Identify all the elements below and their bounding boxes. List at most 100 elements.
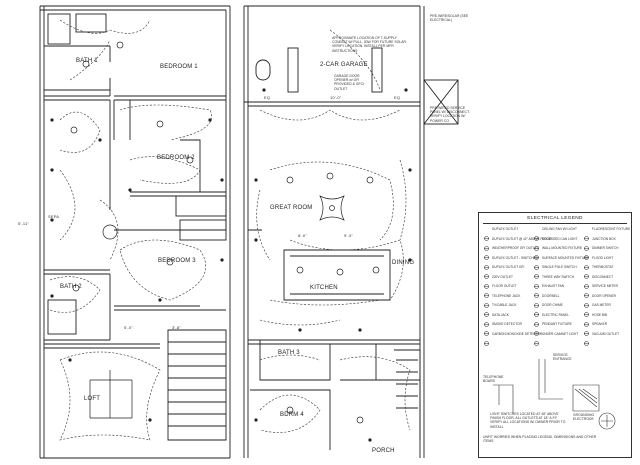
legend-footer-note: UNFIT WORRIES WHEN PLACING LEGEND, DIMEN… — [483, 435, 597, 444]
legend-item: HOSE BIB — [592, 312, 608, 317]
legend-item: CARBON MONOXIDE DETECTOR — [492, 331, 543, 336]
legend-detail-label-3: GROUNDING ELECTRODE — [573, 413, 595, 422]
room-label-bedroom1: BEDROOM 1 — [160, 64, 198, 70]
legend-symbol — [483, 304, 490, 317]
legend-symbol — [533, 285, 540, 298]
legend-symbol — [583, 266, 590, 279]
room-label-porch: PORCH — [372, 448, 395, 454]
room-label-kitchen: KITCHEN — [310, 285, 338, 291]
legend-symbol — [583, 228, 590, 241]
legend-symbol — [483, 285, 490, 298]
legend-item: DOORBELL — [542, 293, 560, 298]
legend-item: DIMMER SWITCH — [592, 246, 619, 250]
legend-symbol — [483, 295, 490, 308]
legend-item: TELEPHONE JACK — [492, 293, 521, 298]
legend-title: ELECTRICAL LEGEND — [527, 216, 583, 221]
legend-symbol — [483, 257, 490, 270]
legend-symbol — [533, 314, 540, 327]
legend-item: CEILING FAN W/ LIGHT — [542, 227, 577, 231]
room-label-dining: DINING — [392, 260, 415, 266]
legend-item: DISCONNECT — [592, 274, 614, 279]
legend-item: THERMOSTAT — [592, 265, 614, 269]
legend-symbol — [583, 333, 590, 346]
walls-main-floor — [243, 5, 459, 458]
legend-item: FLOOR OUTLET — [492, 284, 517, 288]
legend-item: DUPLEX OUTLET @ 42" ABOVE FLOOR — [492, 236, 552, 241]
legend-symbol — [483, 276, 490, 289]
legend-detail-diagram — [493, 359, 616, 430]
legend-symbol — [483, 266, 490, 279]
dimension-8-0: 8'-0" — [298, 233, 307, 238]
outlet-symbols — [50, 88, 412, 442]
pre-wire-note: PRE-WIRE/SOLAR (SEE ELECTRICAL) — [430, 14, 469, 23]
legend-item: SINGLE POLE SWITCH — [542, 265, 577, 269]
legend-item: SMOKE DETECTOR — [492, 322, 522, 326]
spa-label: SEPA — [48, 214, 60, 219]
room-label-loft: LOFT — [84, 396, 101, 402]
legend-item: WALL MOUNTED FIXTURE — [542, 246, 582, 250]
legend-symbol — [583, 304, 590, 317]
legend-item: FLUORESCENT FIXTURE — [592, 227, 631, 231]
legend-item: DOOR OPENER — [592, 293, 616, 298]
legend-symbol — [533, 295, 540, 308]
dimension-9-3: 9'-3" — [344, 233, 353, 238]
legend-item: UNDER CABINET LIGHT — [542, 331, 579, 336]
garage-opener-note: GARAGE DOOR OPENER w/ GFI PROVIDED & GFC… — [334, 74, 364, 91]
legend-symbol — [583, 276, 590, 289]
legend-symbol — [583, 323, 590, 336]
legend-symbol — [583, 295, 590, 308]
legend-symbol — [483, 228, 490, 241]
room-label-bedroom2: BEDROOM 2 — [157, 155, 195, 161]
legend-item: 220V OUTLET — [492, 274, 513, 279]
legend-item: THREE WAY SWITCH — [542, 274, 574, 279]
room-label-bath3: BATH 3 — [278, 350, 300, 356]
legend-symbol — [533, 266, 540, 279]
legend-item: GAS METER — [592, 303, 611, 307]
fixtures — [70, 41, 380, 424]
legend-item: FLOOD LIGHT — [592, 255, 614, 260]
legend-symbol — [533, 323, 540, 336]
legend-item: PENDANT FIXTURE — [542, 322, 572, 326]
bottom-wiring-note: LIGHT SWITCHES LOCATED AT 48" ABOVE FINI… — [490, 412, 566, 429]
room-label-bedroom3: BEDROOM 3 — [158, 258, 196, 264]
dimension-3-8: 3'-8" — [172, 325, 181, 330]
legend-symbol — [533, 228, 540, 241]
legend-detail-label-2: SERVICE ENTRANCE — [553, 353, 572, 362]
garage-dimension: 10'-0" — [330, 95, 342, 100]
legend-symbol — [533, 238, 540, 251]
eq-label-left: EQ — [264, 95, 271, 100]
legend-symbol — [583, 247, 590, 260]
legend-item: EXHAUST FAN — [542, 284, 565, 288]
legend-item: DUPLEX OUTLET - SWITCHED — [492, 255, 538, 260]
legend-symbol — [483, 314, 490, 327]
legend-item: ELECTRIC PANEL — [542, 312, 569, 317]
legend-item: SERVICE METER — [592, 284, 618, 288]
legend-item: TV/CABLE JACK — [492, 303, 517, 307]
solar-conduit-note: APPROXIMATE LOCATION OF T-SUPPLY CONDUIT… — [332, 36, 407, 53]
room-label-great-room: GREAT ROOM — [270, 205, 313, 211]
legend-symbol — [533, 257, 540, 270]
legend-symbol — [583, 285, 590, 298]
legend-symbol — [483, 238, 490, 251]
left-dimension: 5'-11" — [18, 221, 30, 226]
dimension-5-0: 5'-0" — [124, 325, 133, 330]
room-label-bath2: BATH 2 — [60, 284, 82, 290]
legend-symbol — [483, 333, 490, 346]
room-label-garage: 2-CAR GARAGE — [320, 62, 368, 68]
legend-item: DATA JACK — [492, 312, 509, 317]
legend-item: SPEAKER — [592, 322, 608, 326]
legend-item: WEATHERPROOF GFI OUTLET — [492, 246, 539, 250]
legend-symbol — [533, 333, 540, 346]
legend-item: SURFACE MOUNTED FIXTURE — [542, 255, 589, 260]
legend-symbol — [533, 304, 540, 317]
legend-detail-label-1: TELEPHONE BOARD — [483, 375, 504, 384]
service-panel-note: PRE-WIRED SERVICE PANEL W/ DISCONNECT. V… — [430, 106, 470, 123]
legend-divider — [483, 223, 627, 224]
legend-item: JUNCTION BOX — [592, 236, 616, 241]
legend-item: RECESSED CAN LIGHT — [542, 236, 578, 241]
legend-item: VACUUM OUTLET — [592, 331, 620, 336]
legend-symbol — [583, 257, 590, 270]
